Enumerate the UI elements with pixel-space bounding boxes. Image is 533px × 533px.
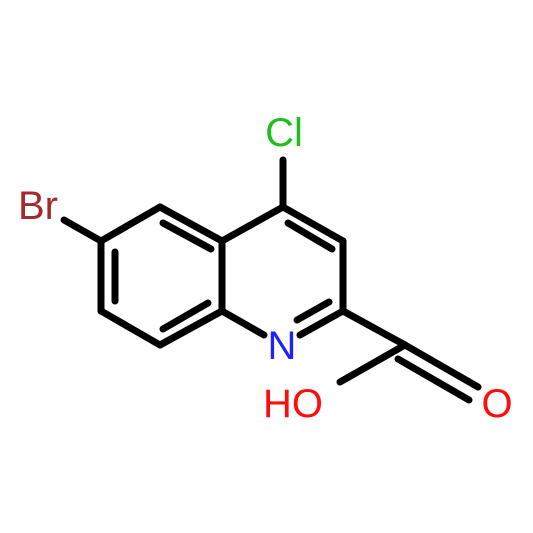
atom-label-o: O (481, 382, 512, 426)
bond-c5-c6 (97, 203, 164, 245)
bond-c4-c3-inner (284, 219, 336, 253)
atom-label-n: N (268, 324, 297, 368)
bond-carboxyl-o-outer (401, 341, 482, 391)
atom-label-cl: Cl (265, 111, 303, 155)
atom-label-br: Br (18, 184, 58, 228)
bond-c8-c8a (156, 307, 226, 349)
bond-c4a-c4 (218, 203, 287, 245)
bond-carboxyl-o-inner (394, 355, 473, 404)
atom-label-oh: HO (263, 382, 323, 426)
bond-c8-c8a-inner (159, 299, 212, 333)
bond-c2-n1 (296, 307, 347, 339)
bond-c2-n1-inner (293, 298, 333, 324)
bond-n1-c8a (218, 307, 268, 339)
bond-c2-carboxyl (339, 307, 409, 349)
bond-c5-c4a-inner (159, 219, 215, 253)
bond-c4-c3 (279, 203, 347, 245)
bond-c4a-c5 (156, 203, 226, 245)
bond-carboxyl-oh (336, 341, 409, 386)
bond-c7-c8 (97, 307, 164, 349)
bond-c6-br (60, 216, 105, 245)
